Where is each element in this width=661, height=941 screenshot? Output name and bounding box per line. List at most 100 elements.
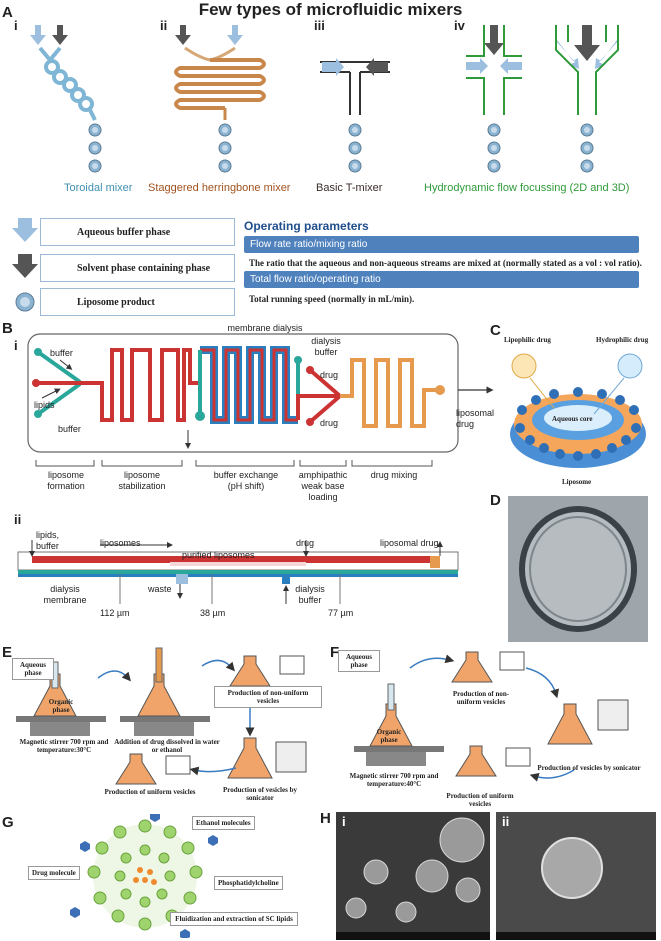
e-sonicator: Production of vesicles by sonicator <box>223 786 297 802</box>
f-sonicator: Production of vesicles by sonicator <box>537 764 641 772</box>
stage-weak-base-loading: amphipathic weak base loading <box>298 470 348 502</box>
ethosome-diagram <box>70 814 226 938</box>
panel-c-letter: C <box>490 322 501 339</box>
liposome-label: Liposome <box>562 478 592 486</box>
membrane-layer <box>18 570 458 574</box>
operating-heading: Operating parameters <box>244 219 369 233</box>
e-nonuniform: Production of non-uniform vesicles <box>214 686 322 708</box>
legend-solvent-label: Solvent phase containing phase <box>77 262 211 274</box>
g-ethanol: Ethanol molecules <box>192 816 255 830</box>
mixer-i-label: Toroidal mixer <box>64 182 133 194</box>
f-organic-phase: Organic phase <box>376 728 402 744</box>
panel-h-letter: H <box>320 810 331 827</box>
purified-liposomes-label: purified liposomes <box>182 550 255 560</box>
panel-e-letter: E <box>2 644 13 661</box>
e-addition: Addition of drug dissolved in water or e… <box>114 738 220 754</box>
panel-a-letter: A <box>2 4 13 21</box>
stage-liposome-formation: liposome formation <box>47 470 85 491</box>
g-fluidization: Fluidization and extraction of SC lipids <box>170 912 298 926</box>
f-stirrer: Magnetic stirrer 700 rpm and temperature… <box>349 772 439 788</box>
e-stirrer: Magnetic stirrer 700 rpm and temperature… <box>19 738 109 754</box>
e-uniform: Production of uniform vesicles <box>104 788 196 796</box>
mixer-diagrams <box>30 25 619 173</box>
f-nonuniform: Production of non-uniform vesicles <box>452 690 510 706</box>
stage-liposome-stabilization: liposome stabilization <box>118 470 166 491</box>
stage-brackets <box>35 460 433 467</box>
tem-micrograph <box>508 496 648 642</box>
panel-d-letter: D <box>490 492 501 509</box>
panel-b-i-numeral: i <box>14 338 18 353</box>
mixer-i-numeral: i <box>14 18 18 33</box>
dimension-112: 112 µm <box>100 608 130 618</box>
mixer-iii-label: Basic T-mixer <box>316 182 383 194</box>
liposomal-drug-ii-label: liposomal drug <box>380 538 439 548</box>
liposome-diagram <box>510 353 646 468</box>
panel-b-letter: B <box>2 320 13 337</box>
herringbone-mixer <box>174 25 266 173</box>
operating-desc-1: The ratio that the aqueous and non-aqueo… <box>249 258 642 268</box>
t-mixer <box>320 58 390 173</box>
dimension-77: 77 µm <box>328 608 354 618</box>
lipids-label: lipids <box>34 400 55 410</box>
legend-aqueous-label: Aqueous buffer phase <box>77 226 171 238</box>
dark-grey-arrow-icon <box>12 254 38 278</box>
liposomal-drug-label: liposomal drug <box>456 408 495 429</box>
buffer-top-label: buffer <box>50 348 73 358</box>
hydrophilic-drug-label: Hydrophilic drug <box>596 336 649 344</box>
double-circle-icon <box>15 292 35 312</box>
figure-title: Few types of microfluidic mixers <box>198 0 463 19</box>
drug-top-label: drug <box>320 370 339 380</box>
f-aqueous-phase: Aqueous phase <box>338 650 380 672</box>
chip-outline <box>27 333 459 453</box>
flow-focusing-3d <box>555 25 619 173</box>
operating-desc-2: Total running speed (normally in mL/min)… <box>249 294 415 304</box>
mixer-iv-label: Hydrodynamic flow focussing (2D and 3D) <box>424 182 630 194</box>
e-organic-phase: Organic phase <box>48 698 74 714</box>
mixer-iv-numeral: iv <box>454 18 465 33</box>
mixer-ii-numeral: ii <box>160 18 168 33</box>
liposomes-label: liposomes <box>100 538 141 548</box>
orange-serpentine <box>340 358 440 428</box>
panel-b-ii-numeral: ii <box>14 512 22 527</box>
f-uniform: Production of uniform vesicles <box>446 792 514 808</box>
panel-f-diagram <box>354 651 629 782</box>
operating-bar-1: Flow rate ratio/mixing ratio <box>244 236 639 253</box>
legend-liposome-label: Liposome product <box>77 296 155 308</box>
lipids-buffer-label: lipids, buffer <box>36 530 60 551</box>
stage-drug-mixing: drug mixing <box>370 470 418 480</box>
legend-icons <box>12 218 38 312</box>
lipophilic-drug-label: Lipophilic drug <box>504 336 551 344</box>
g-phosphatidylcholine: Phosphatidylcholine <box>214 876 283 890</box>
red-serpentine <box>82 348 200 422</box>
panel-f-letter: F <box>330 644 340 661</box>
dimension-38: 38 µm <box>200 608 226 618</box>
inlet-channels <box>32 348 82 418</box>
panel-b-diagram <box>17 333 494 604</box>
aqueous-core-label: Aqueous core <box>552 415 593 423</box>
dialysis-buffer-ii-label: dialysis buffer <box>295 584 325 605</box>
light-blue-arrow-icon <box>12 218 38 242</box>
e-aqueous-phase: Aqueous phase <box>12 658 54 680</box>
mixer-iii-numeral: iii <box>314 18 325 33</box>
drug-ii-label: drug <box>296 538 315 548</box>
panel-e-diagram <box>16 647 307 785</box>
red-liposome-channel <box>32 556 306 563</box>
legend-aqueous: Aqueous buffer phase <box>40 218 235 246</box>
buffer-bottom-label: buffer <box>58 424 81 434</box>
mixer-ii-label: Staggered herringbone mixer <box>148 182 291 194</box>
toroidal-mixer <box>30 25 102 173</box>
membrane-dialysis-label: membrane dialysis <box>227 323 303 333</box>
panel-g-letter: G <box>2 814 14 831</box>
sem-micrographs <box>336 812 656 940</box>
panel-h-i-numeral: i <box>342 814 346 829</box>
drug-bottom-label: drug <box>320 418 339 428</box>
waste-label: waste <box>148 584 172 594</box>
g-drug: Drug molecule <box>28 866 80 880</box>
dialysis-membrane-label: dialysis membrane <box>43 584 87 605</box>
stage-buffer-exchange: buffer exchange (pH shift) <box>213 470 279 491</box>
legend-solvent: Solvent phase containing phase <box>40 254 235 282</box>
dialysis-buffer-label: dialysis buffer <box>311 336 341 357</box>
flow-focusing-2d <box>466 25 522 173</box>
panel-h-ii-numeral: ii <box>502 814 510 829</box>
legend-liposome: Liposome product <box>40 288 235 316</box>
